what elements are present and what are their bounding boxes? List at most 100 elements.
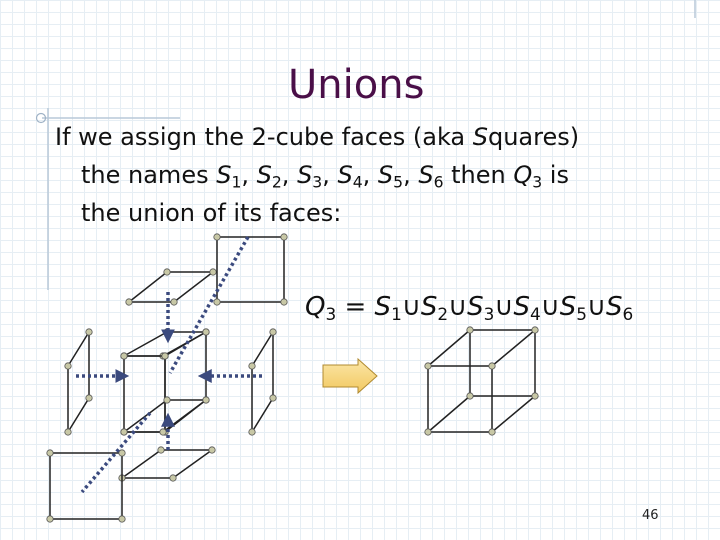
vertex-dot: [85, 328, 93, 336]
cube-edge: [491, 329, 536, 367]
formula-lhs: Q: [305, 292, 326, 322]
vertex-dot: [159, 428, 167, 436]
face-front-inner-square: [120, 352, 169, 436]
cube-vertex: [488, 362, 496, 370]
vertex-dot: [64, 428, 72, 436]
formula-term-subscript: 2: [437, 304, 449, 325]
result-cube: [424, 326, 539, 436]
line2-separator: ,: [362, 161, 378, 189]
face-name-letter: S: [377, 161, 394, 189]
union-symbol: ∪: [494, 292, 514, 322]
cube-name-letter: Q: [513, 161, 533, 189]
vertex-dot: [46, 449, 54, 457]
vertex-dot: [157, 446, 165, 454]
face-bottom-square: [118, 446, 216, 482]
vertex-dot: [46, 515, 54, 523]
cube-edge: [427, 329, 471, 367]
vertex-dot: [125, 298, 133, 306]
vertex-dot: [161, 352, 169, 360]
cube-vertex: [531, 392, 539, 400]
body-line-3: the union of its faces:: [81, 199, 342, 227]
vertex-dot: [169, 474, 177, 482]
face-name-subscript: 6: [433, 173, 444, 192]
face-name-subscript: 2: [271, 173, 282, 192]
face-right-square: [248, 328, 277, 436]
vertex-dot: [120, 428, 128, 436]
face-name-subscript: 3: [312, 173, 323, 192]
face-bottom-inner-square: [120, 396, 210, 436]
union-symbol: ∪: [587, 292, 607, 322]
formula-term-subscript: 4: [529, 304, 541, 325]
face-name-letter: S: [256, 161, 272, 189]
cube-vertex: [488, 428, 496, 436]
line2-text: is: [542, 161, 569, 189]
line2-separator: ,: [403, 161, 419, 189]
union-symbol: ∪: [540, 292, 560, 322]
body-text: If we assign the 2-cube faces (aka Squar…: [55, 118, 705, 232]
face-back-square: [213, 233, 288, 306]
vertex-dot: [209, 268, 217, 276]
vertex-dot: [118, 515, 126, 523]
union-formula: Q3 = S1∪S2∪S3∪S4∪S5∪S6: [305, 292, 634, 325]
vertex-dot: [269, 328, 277, 336]
cube-vertex: [424, 362, 432, 370]
face-front-square: [46, 449, 126, 523]
formula-term-subscript: 5: [576, 304, 587, 325]
cube-vertex: [466, 326, 474, 334]
face-name-letter: S: [337, 161, 353, 189]
formula-term: S: [467, 292, 484, 322]
vertex-dot: [118, 449, 126, 457]
body-line-1: If we assign the 2-cube faces (aka Squar…: [55, 123, 580, 151]
formula-equals: =: [336, 292, 375, 322]
union-symbol: ∪: [448, 292, 468, 322]
vertex-dot: [170, 298, 178, 306]
line2-separator: ,: [241, 161, 257, 189]
line2-text: then: [443, 161, 514, 189]
vertex-dot: [202, 328, 210, 336]
face-name-subscript: 5: [393, 173, 404, 192]
slide-title: Unions: [288, 62, 425, 108]
formula-term-subscript: 6: [622, 304, 634, 325]
formula-term: S: [513, 292, 530, 322]
vertex-dot: [269, 394, 277, 402]
body-line-2: the names S1, S2, S3, S4, S5, S6 then Q3…: [55, 156, 705, 194]
page-number: 46: [642, 508, 659, 523]
formula-term-subscript: 3: [483, 304, 495, 325]
vertex-dot: [280, 233, 288, 241]
cube-vertex: [424, 428, 432, 436]
cube-vertex: [531, 326, 539, 334]
face-name-letter: S: [297, 161, 313, 189]
face-name-letter: S: [418, 161, 434, 189]
formula-term: S: [559, 292, 577, 322]
vertex-dot: [120, 352, 128, 360]
formula-term: S: [420, 292, 438, 322]
cube-edge: [427, 395, 471, 433]
vertex-dot: [64, 362, 72, 370]
formula-lhs-subscript: 3: [325, 304, 337, 325]
vertex-dot: [213, 298, 221, 306]
result-arrow: [322, 357, 378, 395]
face-name-subscript: 4: [352, 173, 363, 192]
vertex-dot: [85, 394, 93, 402]
formula-term: S: [374, 292, 392, 322]
vertex-dot: [280, 298, 288, 306]
vertex-dot: [208, 446, 216, 454]
cube-vertex: [466, 392, 474, 400]
dotted-line-top-face: [168, 236, 250, 374]
vertex-dot: [248, 428, 256, 436]
vertex-dot: [213, 233, 221, 241]
face-left-square: [64, 328, 93, 436]
formula-term: S: [606, 292, 623, 322]
vertex-dot: [248, 362, 256, 370]
face-name-letter: S: [216, 161, 232, 189]
face-top-square: [125, 268, 217, 306]
vertex-dot: [202, 396, 210, 404]
line2-separator: ,: [281, 161, 298, 189]
line2-text: the names: [81, 161, 217, 189]
formula-term-subscript: 1: [391, 304, 402, 325]
line2-separator: ,: [322, 161, 338, 189]
vertex-dot: [163, 268, 171, 276]
